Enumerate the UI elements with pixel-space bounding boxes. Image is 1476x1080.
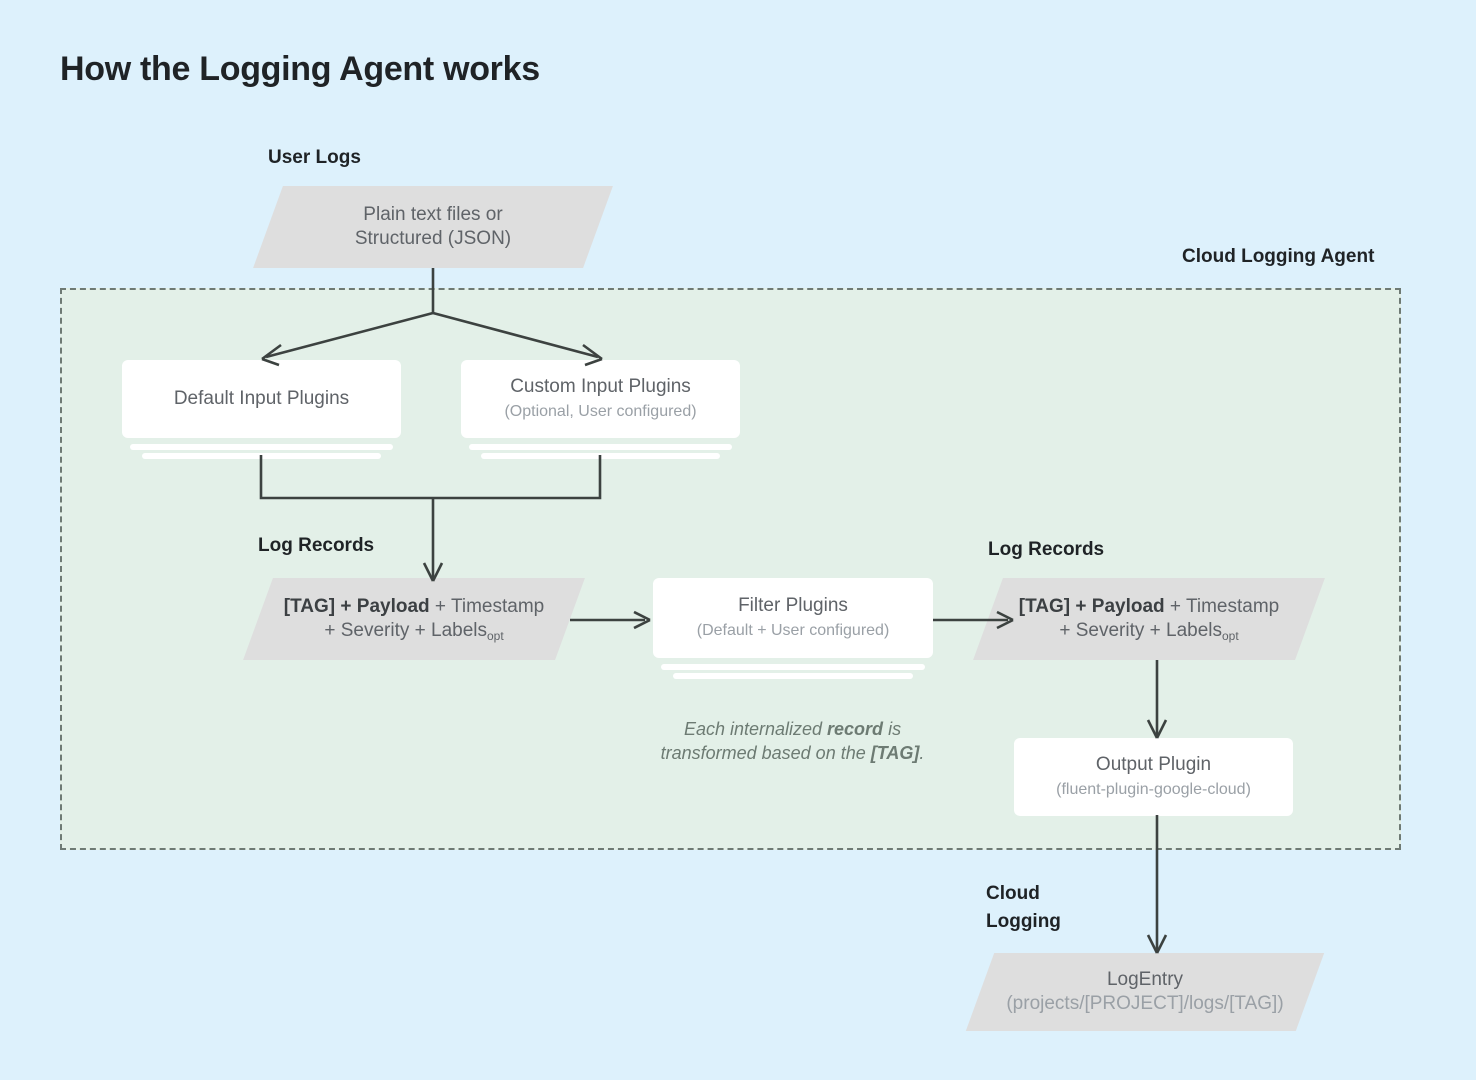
card-subtitle: (fluent-plugin-google-cloud) — [1056, 780, 1251, 798]
label-log-records-right: Log Records — [988, 539, 1105, 560]
card-subtitle: (Optional, User configured) — [504, 402, 697, 420]
card-stack-layer-1 — [661, 664, 925, 670]
node-line-2: + Severity + Labelsopt — [1059, 619, 1238, 643]
note-bold-record: record — [827, 718, 884, 739]
note-part-2: is transformed based on the — [660, 718, 902, 763]
page-title: How the Logging Agent works — [60, 50, 540, 88]
arrowhead-log-entry — [1146, 934, 1168, 954]
node-custom-input-plugins[interactable]: Custom Input Plugins (Optional, User con… — [461, 360, 740, 459]
record-opt-subscript: opt — [487, 629, 504, 644]
card-face: Default Input Plugins — [122, 360, 401, 438]
card-face: Filter Plugins (Default + User configure… — [653, 578, 933, 658]
node-default-input-plugins[interactable]: Default Input Plugins — [122, 360, 401, 459]
node-user-logs-source[interactable]: Plain text files or Structured (JSON) — [253, 186, 613, 268]
card-stack-layer-1 — [469, 444, 732, 450]
label-cloud-logging: Cloud Logging — [986, 883, 1061, 932]
record-timestamp-field: + Timestamp — [1164, 595, 1280, 617]
node-text: [TAG] + Payload + Timestamp + Severity +… — [258, 578, 570, 660]
record-key-fields: [TAG] + Payload — [283, 595, 430, 617]
card-title: Custom Input Plugins — [510, 376, 691, 398]
record-opt-subscript: opt — [1222, 629, 1239, 644]
node-log-entry[interactable]: LogEntry (projects/[PROJECT]/logs/[TAG]) — [965, 953, 1325, 1031]
node-line-2: + Severity + Labelsopt — [324, 619, 503, 643]
record-severity-labels: + Severity + Labels — [1059, 620, 1222, 641]
label-log-records-left: Log Records — [258, 535, 375, 556]
node-line-1: [TAG] + Payload + Timestamp — [284, 595, 544, 619]
card-stack-layer-1 — [130, 444, 393, 450]
note-part-1: Each internalized — [683, 718, 828, 739]
node-log-record-right[interactable]: [TAG] + Payload + Timestamp + Severity +… — [973, 578, 1325, 660]
node-line-1: Plain text files or — [363, 203, 503, 225]
node-text: LogEntry (projects/[PROJECT]/logs/[TAG]) — [980, 953, 1310, 1031]
node-output-plugin[interactable]: Output Plugin (fluent-plugin-google-clou… — [1014, 738, 1293, 816]
record-key-fields: [TAG] + Payload — [1018, 595, 1165, 617]
card-face: Custom Input Plugins (Optional, User con… — [461, 360, 740, 438]
record-timestamp-field: + Timestamp — [429, 595, 545, 617]
node-line-1: [TAG] + Payload + Timestamp — [1019, 595, 1279, 619]
note-bold-tag: [TAG] — [870, 742, 920, 763]
card-subtitle: (Default + User configured) — [696, 621, 890, 639]
card-stack-layer-2 — [142, 453, 381, 459]
node-line-2: Structured (JSON) — [354, 228, 512, 249]
node-log-record-left[interactable]: [TAG] + Payload + Timestamp + Severity +… — [243, 578, 585, 660]
node-title: LogEntry — [1106, 968, 1184, 990]
record-severity-labels: + Severity + Labels — [324, 620, 487, 641]
card-face: Output Plugin (fluent-plugin-google-clou… — [1014, 738, 1293, 816]
node-text: Plain text files or Structured (JSON) — [268, 186, 598, 268]
node-filter-plugins[interactable]: Filter Plugins (Default + User configure… — [653, 578, 933, 679]
card-stack-layer-2 — [481, 453, 720, 459]
label-user-logs: User Logs — [268, 147, 361, 168]
node-subtitle: (projects/[PROJECT]/logs/[TAG]) — [1006, 993, 1284, 1014]
note-part-3: . — [919, 742, 925, 763]
card-title: Output Plugin — [1095, 754, 1212, 776]
card-title: Default Input Plugins — [173, 387, 350, 409]
card-title: Filter Plugins — [738, 595, 848, 617]
label-cloud-logging-agent: Cloud Logging Agent — [1182, 246, 1375, 267]
annotation-transform-note: Each internalized record is transformed … — [620, 694, 965, 766]
card-stack-layer-2 — [673, 673, 913, 679]
node-text: [TAG] + Payload + Timestamp + Severity +… — [988, 578, 1310, 660]
